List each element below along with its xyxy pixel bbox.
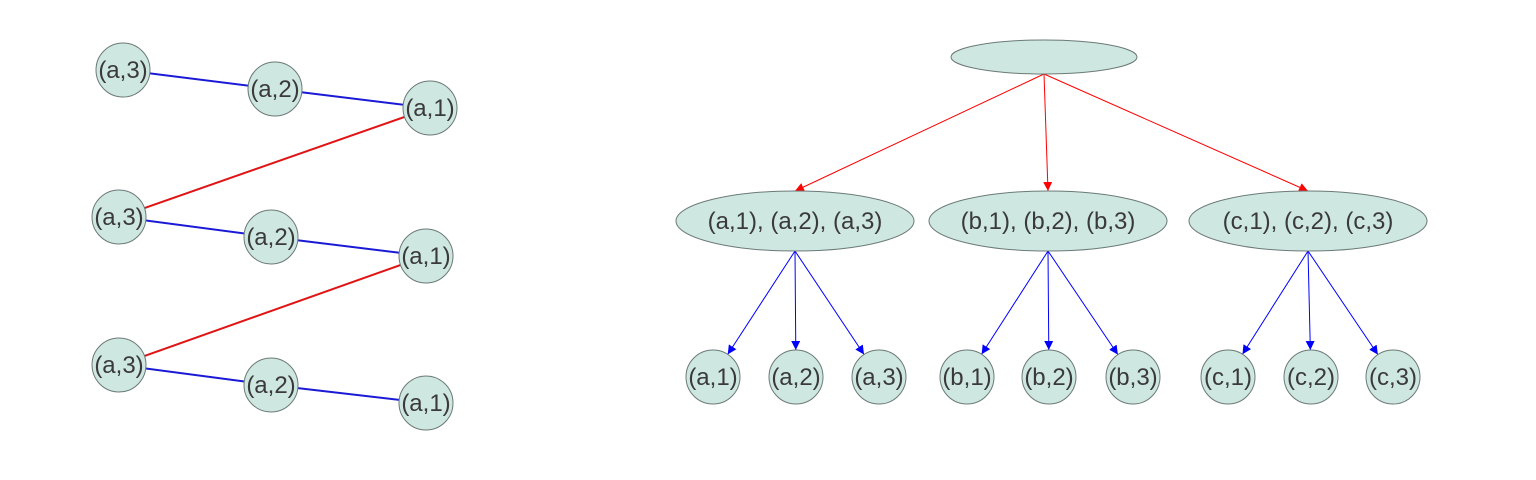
- chain-node-label: (a,3): [94, 204, 143, 231]
- tree-group-label: (a,1), (a,2), (a,3): [708, 208, 883, 235]
- tree-edge-group-1-to-leaf-1: [1044, 250, 1054, 351]
- tree-leaf-node-tb1[interactable]: (b,1): [939, 349, 995, 405]
- tree-group-label: (b,1), (b,2), (b,3): [961, 208, 1136, 235]
- chain-node-l7[interactable]: (a,3): [91, 337, 147, 393]
- tree-leaf-label: (b,1): [942, 364, 991, 391]
- chain-node-circle: [402, 80, 458, 136]
- tree-leaf-circle: [1105, 349, 1161, 405]
- chain-node-circle: [243, 209, 299, 265]
- tree-edge-group-0-to-leaf-2: [794, 250, 865, 355]
- tree-leaf-node-tc3[interactable]: (c,3): [1365, 349, 1421, 405]
- tree-nodes: (a,1), (a,2), (a,3) (a,1) (a,2) (a,3) (b,1),…: [675, 39, 1428, 405]
- tree-leaf-circle: [1365, 349, 1421, 405]
- tree-root-ellipse: [950, 39, 1138, 75]
- tree-edge-group-0-to-leaf-1: [791, 250, 801, 351]
- tree-leaf-label: (c,3): [1369, 364, 1417, 391]
- tree-leaf-circle: [1283, 349, 1339, 405]
- tree-leaf-circle: [1021, 349, 1077, 405]
- tree-leaf-circle: [939, 349, 995, 405]
- chain-node-circle: [95, 42, 151, 98]
- tree-edge-group-2-to-leaf-2: [1307, 250, 1379, 355]
- tree-group-ellipse: [1188, 190, 1428, 252]
- tree-root-node[interactable]: [950, 39, 1138, 75]
- tree-edge-group-1-to-leaf-0: [981, 250, 1049, 355]
- tree-edge-group-0-to-leaf-0: [727, 250, 796, 355]
- chain-node-circle: [91, 189, 147, 245]
- tree-leaf-label: (c,2): [1287, 364, 1335, 391]
- chain-node-l6[interactable]: (a,1): [398, 228, 454, 284]
- tree-leaf-node-tc1[interactable]: (c,1): [1200, 349, 1256, 405]
- tree-leaf-circle: [685, 349, 741, 405]
- tree-edge-group-2-to-leaf-0: [1242, 250, 1309, 355]
- tree-edge-root-to-group-2: [1043, 73, 1309, 192]
- tree-leaf-node-tc2[interactable]: (c,2): [1283, 349, 1339, 405]
- chain-node-label: (a,3): [98, 57, 147, 84]
- chain-node-circle: [243, 357, 299, 413]
- tree-edge-group-1-to-leaf-2: [1047, 250, 1119, 355]
- chain-node-l9[interactable]: (a,1): [398, 375, 454, 431]
- tree-edge-root-to-group-0: [794, 73, 1045, 192]
- chain-node-label: (a,1): [401, 390, 450, 417]
- chain-node-label: (a,1): [405, 95, 454, 122]
- tree-group-ellipse: [928, 190, 1168, 252]
- chain-node-l5[interactable]: (a,2): [243, 209, 299, 265]
- chain-node-circle: [398, 228, 454, 284]
- tree-leaf-node-ta1[interactable]: (a,1): [685, 349, 741, 405]
- chain-node-circle: [247, 61, 303, 117]
- tree-edges: [727, 73, 1379, 355]
- tree-group-node-gc[interactable]: (c,1), (c,2), (c,3): [1188, 190, 1428, 252]
- chain-node-l1[interactable]: (a,3): [95, 42, 151, 98]
- tree-leaf-label: (a,2): [771, 364, 820, 391]
- tree-edge-group-2-to-leaf-1: [1305, 250, 1315, 351]
- chain-node-l2[interactable]: (a,2): [247, 61, 303, 117]
- tree-leaf-label: (a,3): [854, 364, 903, 391]
- chain-node-l3[interactable]: (a,1): [402, 80, 458, 136]
- tree-group-ellipse: [675, 190, 915, 252]
- chain-node-label: (a,2): [246, 224, 295, 251]
- tree-leaf-node-tb3[interactable]: (b,3): [1105, 349, 1161, 405]
- tree-leaf-label: (a,1): [688, 364, 737, 391]
- chain-node-label: (a,2): [246, 372, 295, 399]
- tree-leaf-node-ta3[interactable]: (a,3): [851, 349, 907, 405]
- tree-leaf-label: (b,3): [1108, 364, 1157, 391]
- tree-leaf-label: (c,1): [1204, 364, 1252, 391]
- tree-edge-root-to-group-1: [1043, 73, 1053, 192]
- tree-group-label: (c,1), (c,2), (c,3): [1223, 208, 1394, 235]
- chain-node-label: (a,1): [401, 243, 450, 270]
- tree-group-node-ga[interactable]: (a,1), (a,2), (a,3): [675, 190, 915, 252]
- tree-leaf-node-tb2[interactable]: (b,2): [1021, 349, 1077, 405]
- tree-leaf-node-ta2[interactable]: (a,2): [768, 349, 824, 405]
- chain-node-l8[interactable]: (a,2): [243, 357, 299, 413]
- chain-node-circle: [91, 337, 147, 393]
- tree-leaf-circle: [1200, 349, 1256, 405]
- chain-node-label: (a,3): [94, 352, 143, 379]
- chain-node-label: (a,2): [250, 76, 299, 103]
- chain-edge-link-2: [118, 107, 431, 218]
- tree-group-node-gb[interactable]: (b,1), (b,2), (b,3): [928, 190, 1168, 252]
- tree-leaf-circle: [768, 349, 824, 405]
- chain-edge-link-5: [118, 255, 427, 366]
- chain-node-circle: [398, 375, 454, 431]
- tree-leaf-circle: [851, 349, 907, 405]
- tree-leaf-label: (b,2): [1024, 364, 1073, 391]
- chain-graph-nodes: (a,3) (a,2) (a,1) (a,3) (a,2) (a,1) (a,3) (a,2)…: [91, 42, 458, 431]
- chain-node-l4[interactable]: (a,3): [91, 189, 147, 245]
